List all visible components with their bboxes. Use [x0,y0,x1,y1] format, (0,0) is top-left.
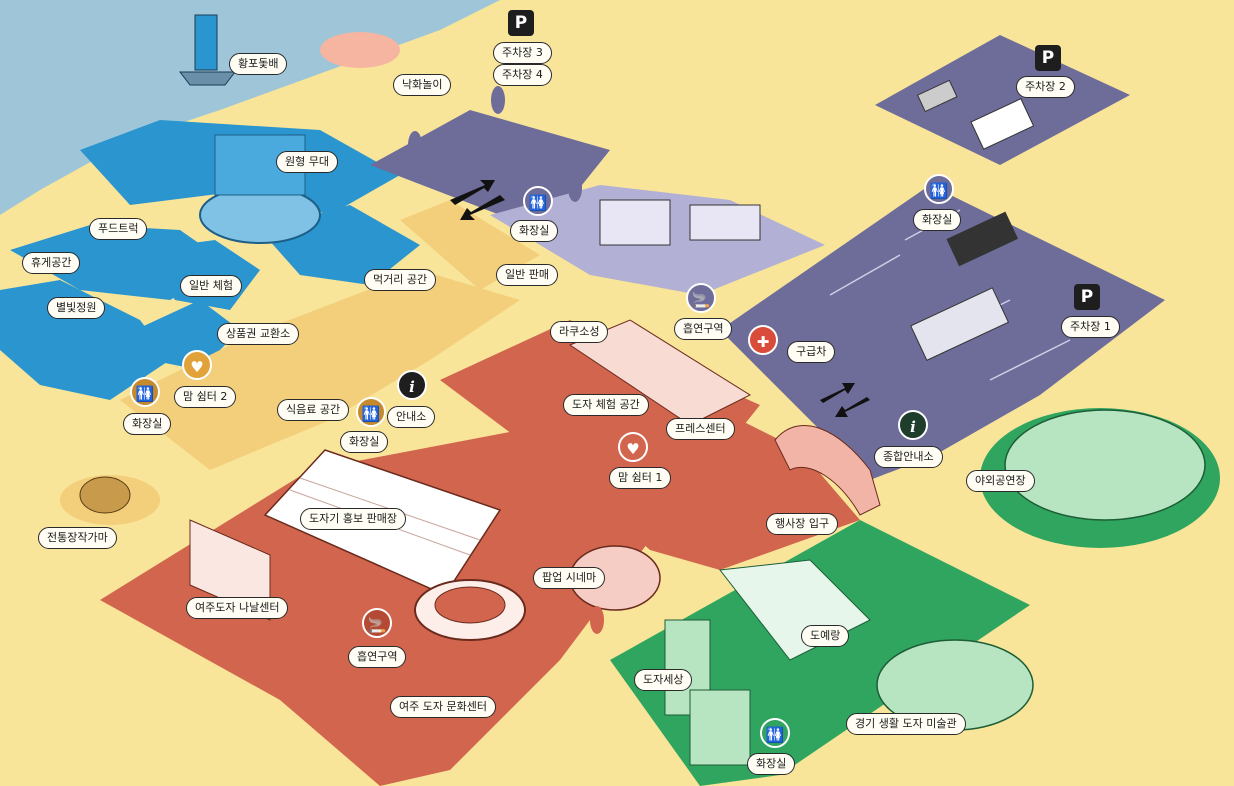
label-hwangpo[interactable]: 황포돛배 [229,53,288,75]
restroom-icon: 🚻 [760,718,790,748]
label-restroom-top[interactable]: 화장실 [510,220,559,242]
label-smoking-bottom[interactable]: 흡연구역 [348,646,407,668]
restroom-icon: 🚻 [924,174,954,204]
green-zone [610,408,1220,786]
label-popup-cinema[interactable]: 팝업 시네마 [533,567,606,589]
label-starlight-garden[interactable]: 별빛정원 [47,297,106,319]
label-restroom-center[interactable]: 화장실 [340,431,389,453]
first-aid-icon: ✚ [748,325,778,355]
label-museum[interactable]: 경기 생활 도자 미술관 [846,713,966,735]
label-drink-space[interactable]: 식음료 공간 [277,399,350,421]
label-general-experience[interactable]: 일반 체험 [180,275,242,297]
label-restroom-right[interactable]: 화장실 [913,209,962,231]
restroom-icon: 🚻 [523,186,553,216]
parking-area-2 [875,35,1130,165]
label-press-center[interactable]: 프레스센터 [666,418,735,440]
label-voucher-exchange[interactable]: 상품권 교환소 [217,323,300,345]
mom-shelter-icon: ♥ [618,432,648,462]
label-mom-shelter1[interactable]: 맘 쉼터 1 [609,467,672,489]
label-foodtruck[interactable]: 푸드트럭 [89,218,148,240]
label-ceramic-experience[interactable]: 도자 체험 공간 [563,394,649,416]
label-round-stage[interactable]: 원형 무대 [276,151,338,173]
label-raku[interactable]: 라쿠소성 [550,321,609,343]
river [0,0,500,215]
label-doyerang[interactable]: 도예랑 [801,625,850,647]
label-mom-shelter2[interactable]: 맘 쉼터 2 [174,386,237,408]
label-traditional-kiln[interactable]: 전통장작가마 [38,527,117,549]
smoking-icon: 🚬 [362,608,392,638]
raku-arch-tunnel [568,319,752,426]
label-ceramic-promo[interactable]: 도자기 홍보 판매장 [300,508,406,530]
smoking-icon: 🚬 [686,283,716,313]
label-smoking-top[interactable]: 흡연구역 [674,318,733,340]
restroom-icon: 🚻 [356,397,386,427]
parking-icon-1: P [1074,284,1100,310]
label-parking3[interactable]: 주차장 3 [493,42,552,64]
hwangpo-boat [194,14,218,71]
label-ambulance[interactable]: 구급차 [787,341,836,363]
parking-icon-2: P [1035,45,1061,71]
main-info-icon: i [898,410,928,440]
label-info[interactable]: 안내소 [387,406,436,428]
label-event-entrance[interactable]: 행사장 입구 [766,513,839,535]
label-restroom-bottom[interactable]: 화장실 [747,753,796,775]
info-icon: i [397,370,427,400]
fireworks-cloud [320,32,400,68]
label-general-sales[interactable]: 일반 판매 [496,264,558,286]
label-rest-area[interactable]: 휴게공간 [22,252,81,274]
mom-shelter-icon: ♥ [182,350,212,380]
traffic-arrows [450,180,870,417]
label-parking2[interactable]: 주차장 2 [1016,76,1075,98]
label-fireworks[interactable]: 낙화놀이 [393,74,452,96]
label-outdoor-stage[interactable]: 야외공연장 [966,470,1035,492]
label-main-info[interactable]: 종합안내소 [874,446,943,468]
label-sharing-center[interactable]: 여주도자 나날센터 [186,597,289,619]
entrance-gate [774,425,881,516]
parking-icon-3-4: P [508,10,534,36]
label-restroom-left[interactable]: 화장실 [123,413,172,435]
label-doja-world[interactable]: 도자세상 [634,669,693,691]
label-culture-center[interactable]: 여주 도자 문화센터 [390,696,496,718]
label-parking4[interactable]: 주차장 4 [493,64,552,86]
label-food-street[interactable]: 먹거리 공간 [364,269,437,291]
parking-area-3-4 [370,110,610,215]
restroom-icon: 🚻 [130,377,160,407]
label-parking1[interactable]: 주차장 1 [1061,316,1120,338]
